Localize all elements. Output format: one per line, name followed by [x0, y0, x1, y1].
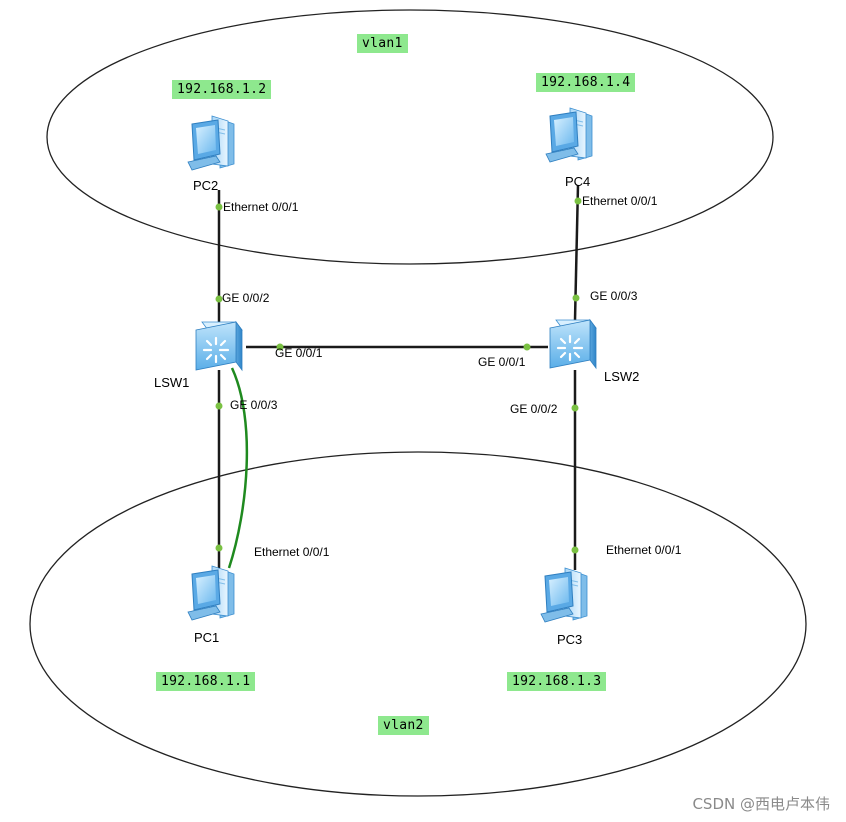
- vlan1-tag: vlan1: [357, 34, 408, 53]
- lsw1-label: LSW1: [154, 375, 190, 390]
- port-dot: [572, 294, 580, 302]
- port-dot: [571, 404, 579, 412]
- lsw2-ge003-label: GE 0/0/3: [590, 289, 638, 303]
- lsw2-ge002-label: GE 0/0/2: [510, 402, 558, 416]
- port-dot: [215, 203, 223, 211]
- lsw1-ge002-label: GE 0/0/2: [222, 291, 270, 305]
- vlan1-boundary: [46, 9, 774, 265]
- pc4-ip-tag: 192.168.1.4: [536, 73, 636, 92]
- pc4-label: PC4: [565, 174, 591, 189]
- lsw2-switch-icon[interactable]: [548, 318, 598, 370]
- port-dot: [523, 343, 531, 351]
- port-dot: [215, 544, 223, 552]
- lsw1-ge003-label: GE 0/0/3: [230, 398, 278, 412]
- port-dot: [276, 343, 284, 351]
- lsw2-ge001-label: GE 0/0/1: [478, 355, 526, 369]
- pc3-ip-tag: 192.168.1.3: [507, 672, 607, 691]
- pc2-ip-tag: 192.168.1.2: [172, 80, 272, 99]
- lsw1-ge001-label: GE 0/0/1: [275, 346, 323, 360]
- port-dot: [215, 295, 223, 303]
- lsw1-switch-icon[interactable]: [194, 320, 244, 372]
- lsw2-label: LSW2: [604, 369, 640, 384]
- port-dot: [574, 197, 582, 205]
- link-lsw1-pc1-alt[interactable]: [227, 367, 249, 569]
- pc1-ip-tag: 192.168.1.1: [156, 672, 256, 691]
- pc2-port-label: Ethernet 0/0/1: [223, 200, 299, 214]
- pc4-port-label: Ethernet 0/0/1: [582, 194, 658, 208]
- pc3-port-label: Ethernet 0/0/1: [606, 543, 682, 557]
- watermark: CSDN @西电卢本伟: [692, 795, 830, 813]
- pc1-port-label: Ethernet 0/0/1: [254, 545, 330, 559]
- pc1-label: PC1: [194, 630, 220, 645]
- pc2-label: PC2: [193, 178, 219, 193]
- pc4-icon[interactable]: [545, 107, 593, 163]
- vlan2-tag: vlan2: [378, 716, 429, 735]
- port-dot: [571, 546, 579, 554]
- pc1-icon[interactable]: [187, 565, 235, 621]
- pc3-label: PC3: [557, 632, 583, 647]
- pc3-icon[interactable]: [540, 567, 588, 623]
- vlan2-boundary: [29, 451, 807, 797]
- pc2-icon[interactable]: [187, 115, 235, 171]
- port-dot: [215, 402, 223, 410]
